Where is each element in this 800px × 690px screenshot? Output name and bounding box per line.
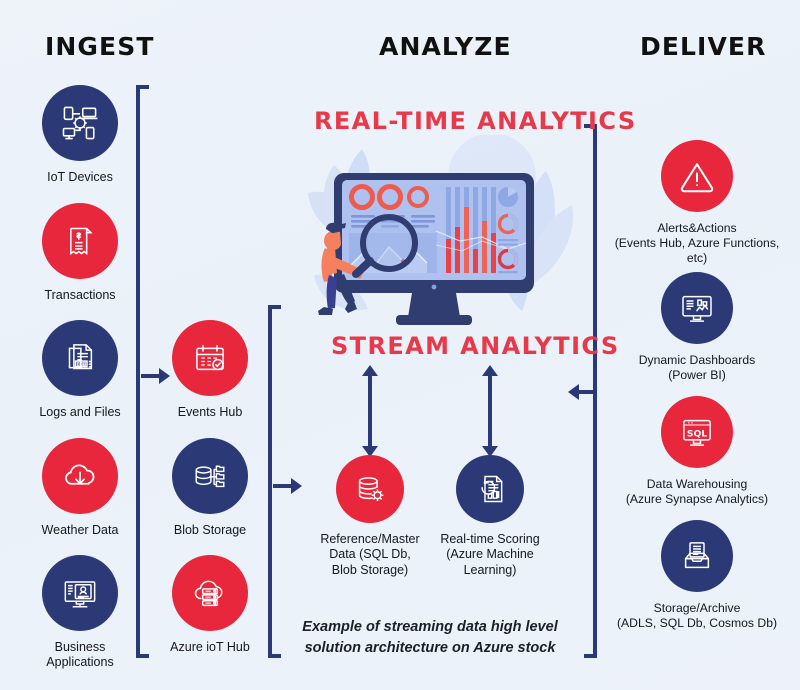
calendar-check-icon: [172, 320, 248, 396]
node-label: Transactions: [44, 288, 116, 302]
analyze-node[interactable]: Reference/Master Data (SQL Db, Blob Stor…: [315, 455, 425, 578]
ingest-service-node[interactable]: Blob Storage: [150, 438, 270, 538]
ingest-source-node[interactable]: Weather Data: [20, 438, 140, 538]
deliver-node[interactable]: Dynamic Dashboards (Power BI): [604, 272, 790, 383]
analyze-node[interactable]: Real-time Scoring (Azure Machine Learnin…: [435, 455, 545, 578]
node-label: Logs and Files: [39, 405, 121, 419]
stream-analytics-title: STREAM ANALYTICS: [331, 332, 620, 360]
scoring-document-icon: [456, 455, 524, 523]
footnote-text: Example of streaming data high level sol…: [302, 619, 558, 657]
column-header-ingest: INGEST: [45, 32, 155, 61]
ingest-source-node[interactable]: IoT Devices: [20, 85, 140, 185]
node-label: Real-time Scoring (Azure Machine Learnin…: [440, 532, 540, 577]
ingest-source-node[interactable]: Transactions: [20, 203, 140, 303]
arrow-sources-to-services: [141, 374, 167, 378]
ingest-service-node[interactable]: Azure ioT Hub: [150, 555, 270, 655]
column-header-deliver: DELIVER: [640, 32, 767, 61]
node-label: IoT Devices: [47, 170, 113, 184]
arrow-services-to-analyze: [273, 484, 299, 488]
sql-monitor-icon: SQL: [661, 396, 733, 468]
database-gear-icon: [336, 455, 404, 523]
deliver-node[interactable]: Storage/Archive (ADLS, SQL Db, Cosmos Db…: [604, 520, 790, 631]
ingest-source-node[interactable]: Business Applications: [20, 555, 140, 671]
arrow-deliver-to-analyze: [571, 390, 597, 394]
deliver-node[interactable]: Alerts&Actions (Events Hub, Azure Functi…: [604, 140, 790, 266]
node-label: Azure ioT Hub: [170, 640, 250, 654]
database-folders-icon: [172, 438, 248, 514]
node-label: Storage/Archive (ADLS, SQL Db, Cosmos Db…: [616, 601, 778, 630]
business-app-icon: [42, 555, 118, 631]
svg-text:SQL: SQL: [687, 428, 707, 439]
cloud-download-icon: [42, 438, 118, 514]
receipt-icon: [42, 203, 118, 279]
dashboard-monitor-icon: [661, 272, 733, 344]
ingest-sources-bracket: [136, 85, 150, 658]
ingest-source-node[interactable]: Logs and Files: [20, 320, 140, 420]
node-label: Events Hub: [177, 405, 243, 419]
analytics-dashboard-illustration: [296, 135, 586, 335]
ingest-service-node[interactable]: Events Hub: [150, 320, 270, 420]
ingest-services-bracket: [268, 305, 282, 658]
warning-triangle-icon: [661, 140, 733, 212]
deliver-node[interactable]: SQL Data Warehousing (Azure Synapse Anal…: [604, 396, 790, 507]
bidirectional-arrow-realtime-scoring: [488, 375, 492, 447]
column-header-analyze: ANALYZE: [379, 32, 512, 61]
node-label: Business Applications: [46, 640, 114, 670]
cloud-server-icon: [172, 555, 248, 631]
node-label: Reference/Master Data (SQL Db, Blob Stor…: [320, 532, 420, 577]
node-label: Dynamic Dashboards (Power BI): [638, 353, 756, 382]
archive-tray-icon: [661, 520, 733, 592]
iot-devices-icon: [42, 85, 118, 161]
node-label: Weather Data: [41, 523, 119, 537]
node-label: Data Warehousing (Azure Synapse Analytic…: [625, 477, 769, 506]
realtime-analytics-title: REAL-TIME ANALYTICS: [314, 107, 637, 135]
node-label: Alerts&Actions (Events Hub, Azure Functi…: [614, 221, 780, 265]
node-label: Blob Storage: [173, 523, 247, 537]
log-files-icon: [42, 320, 118, 396]
bidirectional-arrow-reference-data: [368, 375, 372, 447]
